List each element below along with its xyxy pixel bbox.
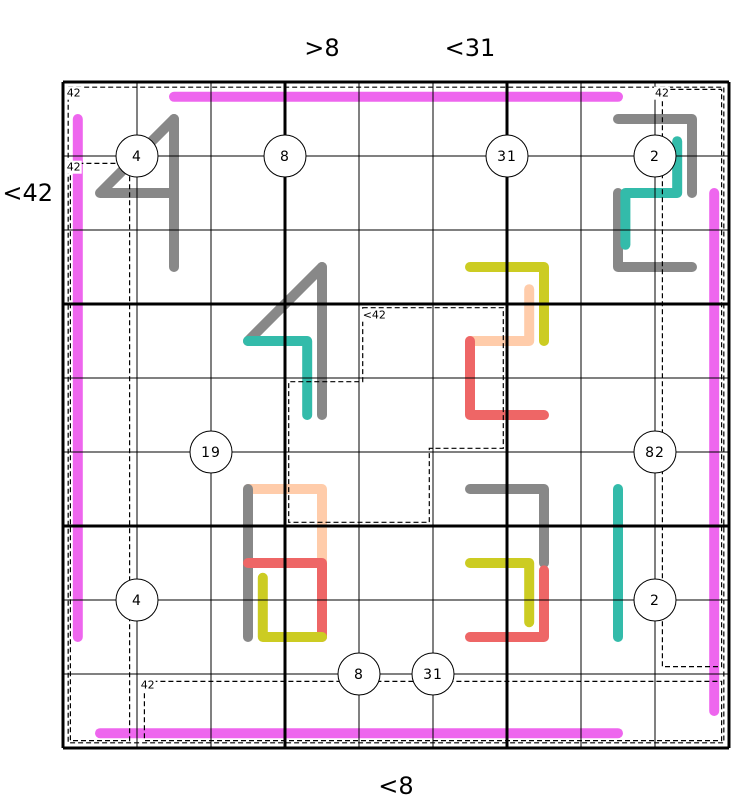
cell-r4c4[interactable] — [285, 304, 359, 378]
cell-r9c8[interactable] — [581, 674, 655, 748]
cell-r7c7[interactable] — [507, 526, 581, 600]
cage-label-2: 42 — [655, 87, 669, 100]
cell-r5c7[interactable] — [507, 378, 581, 452]
cell-r9c3[interactable] — [211, 674, 285, 748]
cage-label-bg-3 — [139, 678, 156, 692]
cell-r9c1[interactable] — [63, 674, 137, 748]
cell-r9c9[interactable] — [655, 674, 729, 748]
cell-r6c5[interactable] — [359, 452, 433, 526]
puzzle-line-7 — [613, 188, 697, 272]
circle-clue-text-6: 4 — [132, 593, 142, 609]
cell-r6c6[interactable] — [433, 452, 507, 526]
puzzle-line-21 — [465, 565, 549, 642]
cage-label-0: 42 — [67, 87, 81, 100]
circle-clue-3 — [633, 134, 677, 178]
circle-clue-text-1: 8 — [280, 149, 290, 165]
cell-r3c5[interactable] — [359, 230, 433, 304]
circle-clue-7 — [633, 578, 677, 622]
cell-r5c4[interactable] — [285, 378, 359, 452]
cage-label-bg-0 — [65, 86, 82, 100]
cell-r7c5[interactable] — [359, 526, 433, 600]
cell-r4c7[interactable] — [507, 304, 581, 378]
cell-r6c1[interactable] — [63, 452, 137, 526]
cell-r8c3[interactable] — [211, 600, 285, 674]
cell-r3c4[interactable] — [285, 230, 359, 304]
cell-r3c8[interactable] — [581, 230, 655, 304]
cell-r7c6[interactable] — [433, 526, 507, 600]
cell-r4c2[interactable] — [137, 304, 211, 378]
cell-r4c3[interactable] — [211, 304, 285, 378]
circle-clue-2 — [485, 134, 529, 178]
cell-r3c1[interactable] — [63, 230, 137, 304]
circle-clue-5 — [633, 430, 677, 474]
cell-r5c5[interactable] — [359, 378, 433, 452]
cell-r3c3[interactable] — [211, 230, 285, 304]
cell-r4c8[interactable] — [581, 304, 655, 378]
cage-4 — [288, 307, 504, 523]
circle-clue-0 — [115, 134, 159, 178]
cell-r1c5[interactable] — [359, 82, 433, 156]
outside-clue-top-col-4: >8 — [304, 34, 339, 62]
cell-r5c1[interactable] — [63, 378, 137, 452]
outside-clue-left-row-1: <42 — [2, 179, 53, 207]
puzzle-line-15 — [243, 484, 327, 568]
puzzle-line-12 — [465, 262, 549, 346]
outside-clue-top-col-6: <31 — [445, 34, 496, 62]
cell-r3c6[interactable] — [433, 230, 507, 304]
cage-label-bg-2 — [654, 86, 670, 100]
puzzle-line-14 — [465, 336, 549, 420]
outside-clues-layer: >8 <31 <42 <8 — [2, 34, 495, 800]
cell-r5c6[interactable] — [433, 378, 507, 452]
cage-1 — [69, 162, 131, 742]
circle-clue-1 — [263, 134, 307, 178]
circle-clue-8 — [337, 652, 381, 696]
circle-clue-4 — [189, 430, 233, 474]
cage-0 — [67, 86, 725, 744]
cage-label-bg-4 — [361, 308, 387, 322]
cell-r7c4[interactable] — [285, 526, 359, 600]
puzzle-line-6 — [613, 114, 697, 198]
circle-clue-text-2: 31 — [497, 149, 517, 165]
colored-lines-layer — [72, 91, 720, 739]
circle-clue-6 — [115, 578, 159, 622]
cell-r8c7[interactable] — [507, 600, 581, 674]
circle-clue-text-4: 19 — [201, 445, 221, 461]
cell-r7c3[interactable] — [211, 526, 285, 600]
cell-r6c4[interactable] — [285, 452, 359, 526]
puzzle-line-13 — [465, 284, 535, 346]
cage-2 — [661, 88, 723, 668]
cell-r9c7[interactable] — [507, 674, 581, 748]
cell-r3c2[interactable] — [137, 230, 211, 304]
cage-label-1: 42 — [67, 161, 81, 174]
circle-clue-text-0: 4 — [132, 149, 142, 165]
circle-clue-text-8: 8 — [354, 667, 364, 683]
cell-r4c9[interactable] — [655, 304, 729, 378]
cage-label-bg-1 — [65, 160, 82, 174]
grid-layer — [61, 80, 731, 750]
cell-r3c7[interactable] — [507, 230, 581, 304]
circle-clue-text-9: 31 — [423, 667, 443, 683]
puzzle-line-17 — [243, 558, 327, 642]
circle-clue-9 — [411, 652, 455, 696]
puzzle-line-8 — [620, 136, 683, 250]
circle-clue-text-3: 2 — [650, 149, 660, 165]
puzzle-line-18 — [257, 572, 327, 642]
cell-r6c7[interactable] — [507, 452, 581, 526]
cage-3 — [143, 680, 723, 742]
cell-r4c6[interactable] — [433, 304, 507, 378]
cell-r4c1[interactable] — [63, 304, 137, 378]
puzzle-line-20 — [465, 558, 535, 628]
cell-r2c5[interactable] — [359, 156, 433, 230]
outside-clue-bottom-col-5: <8 — [378, 772, 413, 800]
circle-clue-text-5: 82 — [645, 445, 665, 461]
cage-label-4: <42 — [363, 309, 386, 322]
puzzle-line-10 — [243, 336, 313, 420]
circle-clue-text-7: 2 — [650, 593, 660, 609]
cell-r3c9[interactable] — [655, 230, 729, 304]
cage-label-3: 42 — [141, 679, 155, 692]
puzzle-line-19 — [465, 484, 549, 568]
